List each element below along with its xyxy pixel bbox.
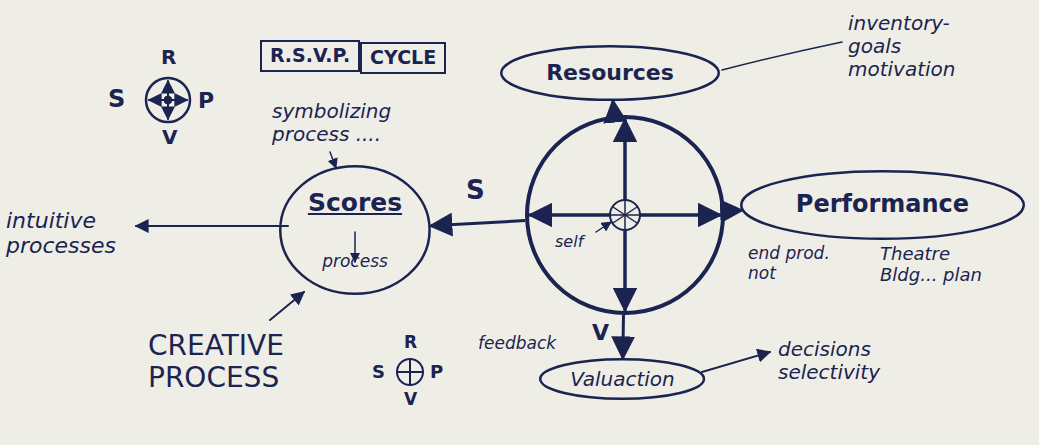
- node-outline: [525, 115, 725, 315]
- node-label: Valuaction: [570, 368, 674, 391]
- symbol-letter: P: [430, 362, 443, 383]
- leader-line: [722, 42, 842, 70]
- note: inventory- goals motivation: [848, 12, 983, 81]
- phase-letter: S: [466, 176, 485, 206]
- note: Theatre Bldg... plan: [880, 244, 1010, 285]
- node-sublabel: process: [322, 252, 388, 272]
- node-label: self: [555, 233, 583, 251]
- connector: [431, 221, 525, 226]
- phase-oval: Resources: [500, 45, 720, 101]
- node-label: Scores: [308, 189, 402, 218]
- symbol-letter: S: [108, 86, 125, 114]
- title-box: CYCLE: [360, 42, 446, 74]
- node-outline: [279, 165, 431, 295]
- rsvp-symbol: [397, 359, 423, 385]
- cycle-circle: self: [525, 115, 725, 315]
- self-hub: [610, 200, 640, 230]
- symbol-letter: R: [404, 333, 417, 353]
- node-label: Performance: [796, 191, 969, 219]
- note: decisions selectivity: [778, 338, 903, 384]
- arrow: [270, 292, 304, 320]
- phase-oval: Performance: [740, 170, 1025, 240]
- symbol-letter: V: [162, 126, 177, 149]
- symbol-letter: R: [161, 46, 176, 69]
- symbol-letter: V: [404, 390, 417, 410]
- phase-oval: Valuaction: [539, 358, 705, 400]
- arrow: [702, 352, 770, 372]
- phase-letter: V: [592, 320, 609, 345]
- connector: [621, 315, 625, 358]
- note: end prod. not: [748, 244, 838, 283]
- heading: CREATIVE PROCESS: [148, 330, 378, 394]
- title-box: R.S.V.P.: [260, 40, 360, 72]
- note: symbolizing process ....: [272, 100, 447, 146]
- connector: [725, 209, 742, 213]
- phase-circle: Scores process: [279, 165, 431, 295]
- node-label: R.S.V.P.: [270, 45, 350, 67]
- arrow: [136, 225, 288, 227]
- symbol-letter: S: [372, 362, 385, 383]
- note: intuitive processes: [6, 208, 131, 259]
- note: feedback: [478, 334, 556, 354]
- rsvp-symbol: [146, 78, 190, 122]
- node-label: CYCLE: [370, 47, 436, 69]
- connector: [613, 101, 615, 116]
- node-label: Resources: [546, 60, 674, 85]
- symbol-letter: P: [198, 88, 214, 113]
